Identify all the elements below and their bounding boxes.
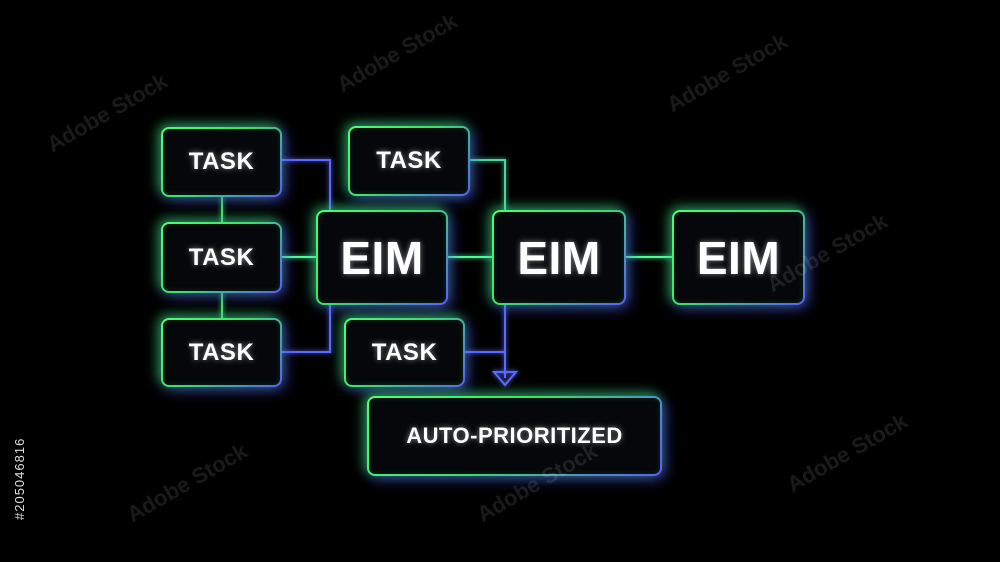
task-label: TASK <box>188 148 255 175</box>
task-box-1: TASK <box>161 127 282 197</box>
connector-task4-eim2 <box>470 159 506 210</box>
auto-prioritized-box: AUTO-PRIORITIZED <box>367 396 662 476</box>
connector-task1-eim1 <box>282 159 331 210</box>
task-box-4: TASK <box>348 126 470 196</box>
connector-task3-eim1 <box>282 305 331 353</box>
eim-label: EIM <box>696 231 781 284</box>
task-label: TASK <box>188 243 255 271</box>
stock-id-text: #205046816 <box>12 437 27 520</box>
task-label: TASK <box>376 147 442 174</box>
eim-label: EIM <box>517 231 601 284</box>
eim-box-3: EIM <box>672 210 805 305</box>
eim-box-2: EIM <box>492 210 626 305</box>
task-box-5: TASK <box>344 318 465 387</box>
auto-prioritized-label: AUTO-PRIORITIZED <box>406 423 623 448</box>
task-label: TASK <box>188 338 255 366</box>
task-box-2: TASK <box>161 222 282 293</box>
task-box-3: TASK <box>161 318 282 387</box>
task-label: TASK <box>371 338 438 366</box>
eim-box-1: EIM <box>316 210 448 305</box>
arrowhead <box>491 371 519 387</box>
eim-label: EIM <box>340 231 424 284</box>
